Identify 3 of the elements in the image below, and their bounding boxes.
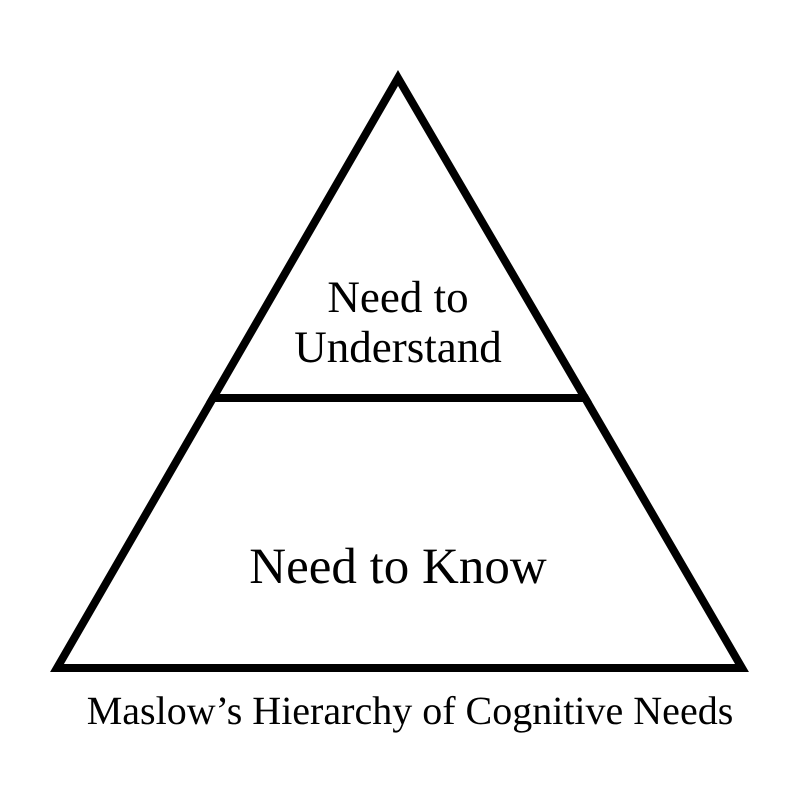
tier-label: Need to Know <box>249 539 547 595</box>
tier-label: Need to Understand <box>293 272 503 372</box>
diagram-caption: Maslow’s Hierarchy of Cognitive Needs <box>86 688 734 734</box>
